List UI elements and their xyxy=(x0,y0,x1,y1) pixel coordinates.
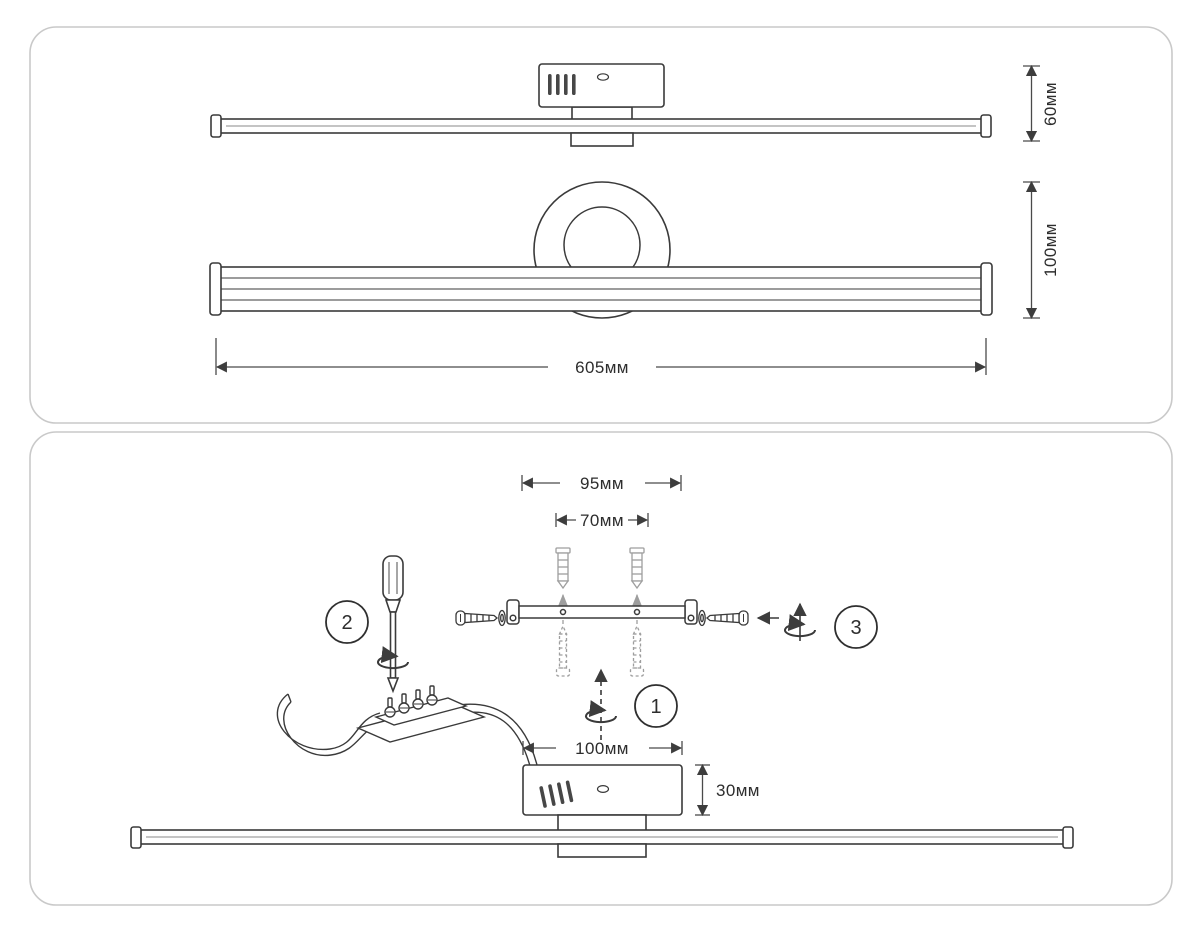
mount-screw-dashed-right xyxy=(629,624,645,677)
side-screw-right xyxy=(705,610,749,626)
wall-anchor-left xyxy=(555,547,571,590)
screwdriver-tip xyxy=(386,677,400,694)
step-1-badge: 1 xyxy=(634,684,678,728)
canopy-hole-icon xyxy=(596,784,610,793)
canopy-hole-icon xyxy=(596,73,610,81)
mount-screw-dashed-left xyxy=(555,624,571,677)
screwdriver-handle xyxy=(382,555,404,601)
rotate-symbol-step3 xyxy=(785,602,815,641)
dim-100mm-label: 100мм xyxy=(1041,223,1060,277)
terminal-row xyxy=(373,697,469,726)
step-1-label: 1 xyxy=(650,696,661,718)
canopy-box xyxy=(522,764,683,816)
dim-70mm-label: 70мм xyxy=(580,511,624,530)
dim-30mm-label: 30мм xyxy=(716,781,760,800)
end-cap-left xyxy=(209,262,222,316)
step-3-label: 3 xyxy=(850,617,861,639)
dim-95mm-label: 95мм xyxy=(580,474,624,493)
screwdriver xyxy=(382,555,404,694)
dim-605mm-label: 605мм xyxy=(575,358,629,377)
top-panel: 60мм 100мм 605мм xyxy=(29,26,1173,424)
washer-right xyxy=(698,609,706,627)
canopy-vent-slots xyxy=(539,780,574,808)
bracket-bar xyxy=(518,605,686,619)
side-screw-left xyxy=(455,610,499,626)
mounting-bracket xyxy=(506,599,698,625)
fixture-top-view xyxy=(210,63,992,147)
terminal-block xyxy=(355,685,487,743)
top-panel-dimensions xyxy=(215,64,1040,375)
step-2-label: 2 xyxy=(341,612,352,634)
end-cap-left xyxy=(130,826,142,849)
dim-100mm-canopy-label: 100мм xyxy=(575,739,629,758)
dim-60mm-label: 60мм xyxy=(1041,82,1060,126)
fixture-installed-view xyxy=(130,814,1074,858)
end-cap-right xyxy=(980,114,992,138)
wall-anchor-right xyxy=(629,547,645,590)
washer-left xyxy=(498,609,506,627)
canopy-plate-top-view xyxy=(538,63,665,108)
bottom-panel-frame xyxy=(29,431,1173,906)
end-cap-right xyxy=(1062,826,1074,849)
hole-spacing-dimensions xyxy=(521,475,682,527)
rotate-symbol-step1 xyxy=(586,668,616,740)
canopy-width-dimension xyxy=(522,741,683,755)
step-3-badge: 3 xyxy=(834,605,878,649)
stem-below-bar xyxy=(570,132,634,147)
canopy-vent-slots xyxy=(548,74,576,95)
canopy-stem xyxy=(557,814,647,832)
fixture-front-view xyxy=(209,181,993,319)
stem-below-bar xyxy=(557,843,647,858)
bottom-panel: 95мм 70мм xyxy=(29,431,1173,906)
end-cap-right xyxy=(980,262,993,316)
step-2-badge: 2 xyxy=(325,600,369,644)
end-cap-left xyxy=(210,114,222,138)
canopy-height-dimension xyxy=(695,763,710,817)
